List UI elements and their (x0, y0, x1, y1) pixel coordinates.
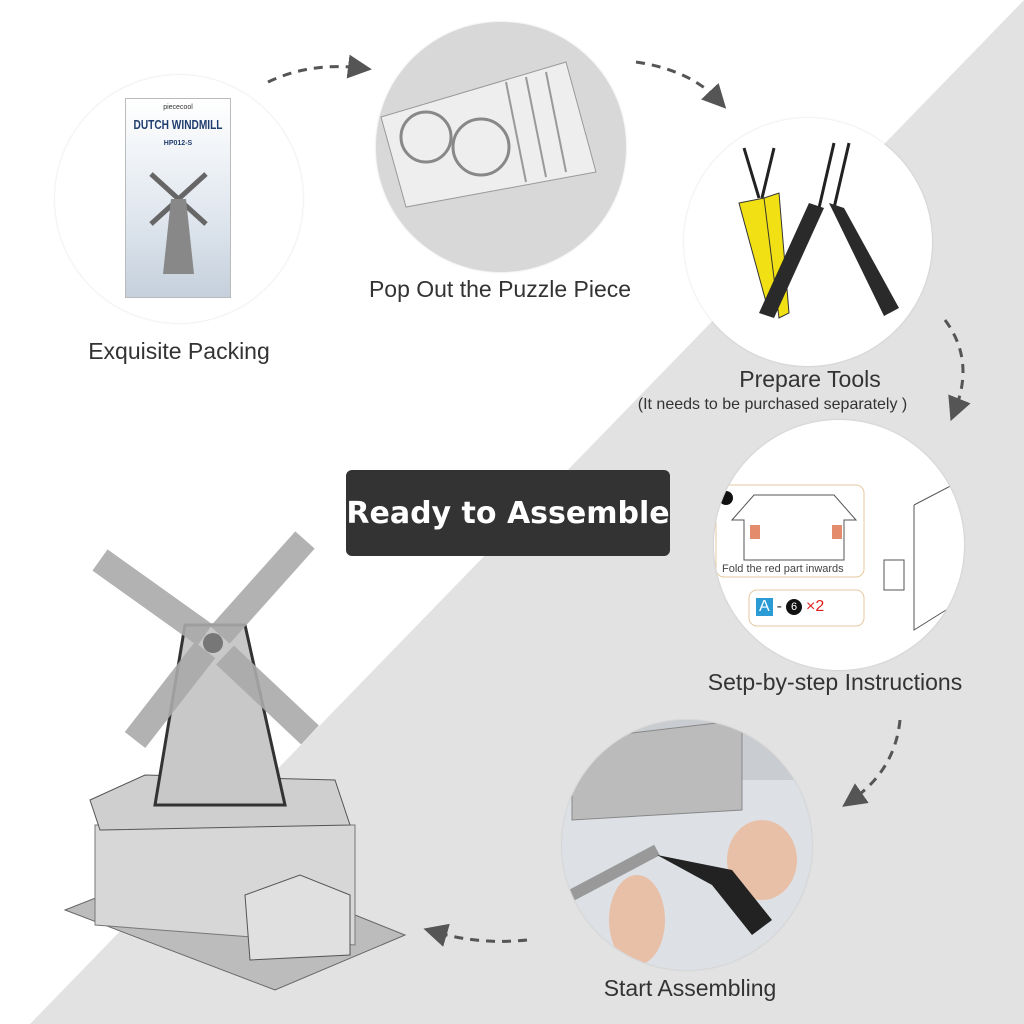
ready-to-assemble-badge: Ready to Assemble (346, 470, 670, 556)
step-note-purchase: (It needs to be purchased separately ) (637, 396, 908, 413)
package-title: DUTCH WINDMILL (133, 117, 223, 132)
tools-circle (684, 118, 932, 366)
package-box-image: piececool DUTCH WINDMILL HP012-S (125, 98, 231, 298)
part-quantity: ×2 (806, 598, 825, 615)
pliers-image (738, 142, 899, 319)
step-label-prepare-tools: Prepare Tools (739, 366, 881, 392)
instruction-diagram (715, 479, 963, 631)
part-number: 6 (786, 599, 802, 615)
fold-instruction-text: Fold the red part inwards (722, 563, 844, 575)
assembling-image (562, 720, 812, 970)
package-brand: piececool (163, 104, 193, 111)
metal-sheet-image (380, 61, 597, 208)
step-label-instructions: Setp-by-step Instructions (707, 669, 963, 695)
step-label-packing: Exquisite Packing (88, 338, 270, 364)
part-letter: A (756, 598, 773, 616)
step-label-start-assembling: Start Assembling (603, 975, 777, 1001)
part-callout: A - 6 ×2 (756, 598, 824, 616)
pieces-circle (376, 22, 626, 272)
step-label-pop-out: Pop Out the Puzzle Piece (368, 276, 632, 302)
instructions-circle: Fold the red part inwards A - 6 ×2 (714, 420, 964, 670)
assembling-circle (562, 720, 812, 970)
finished-windmill-image (63, 531, 407, 991)
part-dash: - (776, 598, 782, 615)
package-model: HP012-S (163, 140, 193, 147)
windmill-icon (149, 172, 208, 274)
